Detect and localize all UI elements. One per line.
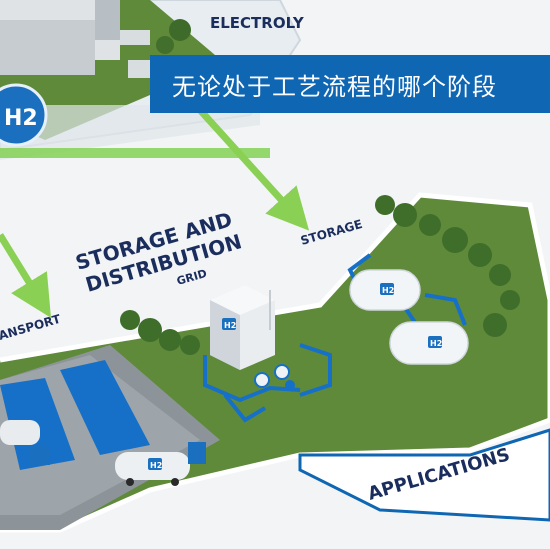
storage-tank-1: H2 <box>349 269 421 311</box>
h2-tank-2-label: H2 <box>430 339 442 348</box>
flow-arrow-to-transport <box>0 233 52 318</box>
storage-tank-2: H2 <box>389 321 469 365</box>
h2-truck-label: H2 <box>150 461 162 470</box>
applications-platform <box>298 428 550 522</box>
tanker-truck-1 <box>0 420 50 465</box>
h2-building-label: H2 <box>224 321 236 330</box>
electrolysis-label: ELECTROLY <box>210 14 305 32</box>
h2-plant-label: H2 <box>4 106 38 131</box>
h2-plant-badge: H2 <box>0 83 48 147</box>
pipe-valves <box>254 364 295 390</box>
hydrogen-building: H2 <box>210 285 275 370</box>
tanker-truck-2: H2 <box>115 442 206 486</box>
h2-tank-1-label: H2 <box>382 286 394 295</box>
headline-banner: 无论处于工艺流程的哪个阶段 <box>150 55 550 113</box>
flow-arrow-to-storage <box>197 107 310 231</box>
headline-text: 无论处于工艺流程的哪个阶段 <box>172 72 497 101</box>
tree-line <box>120 195 520 355</box>
